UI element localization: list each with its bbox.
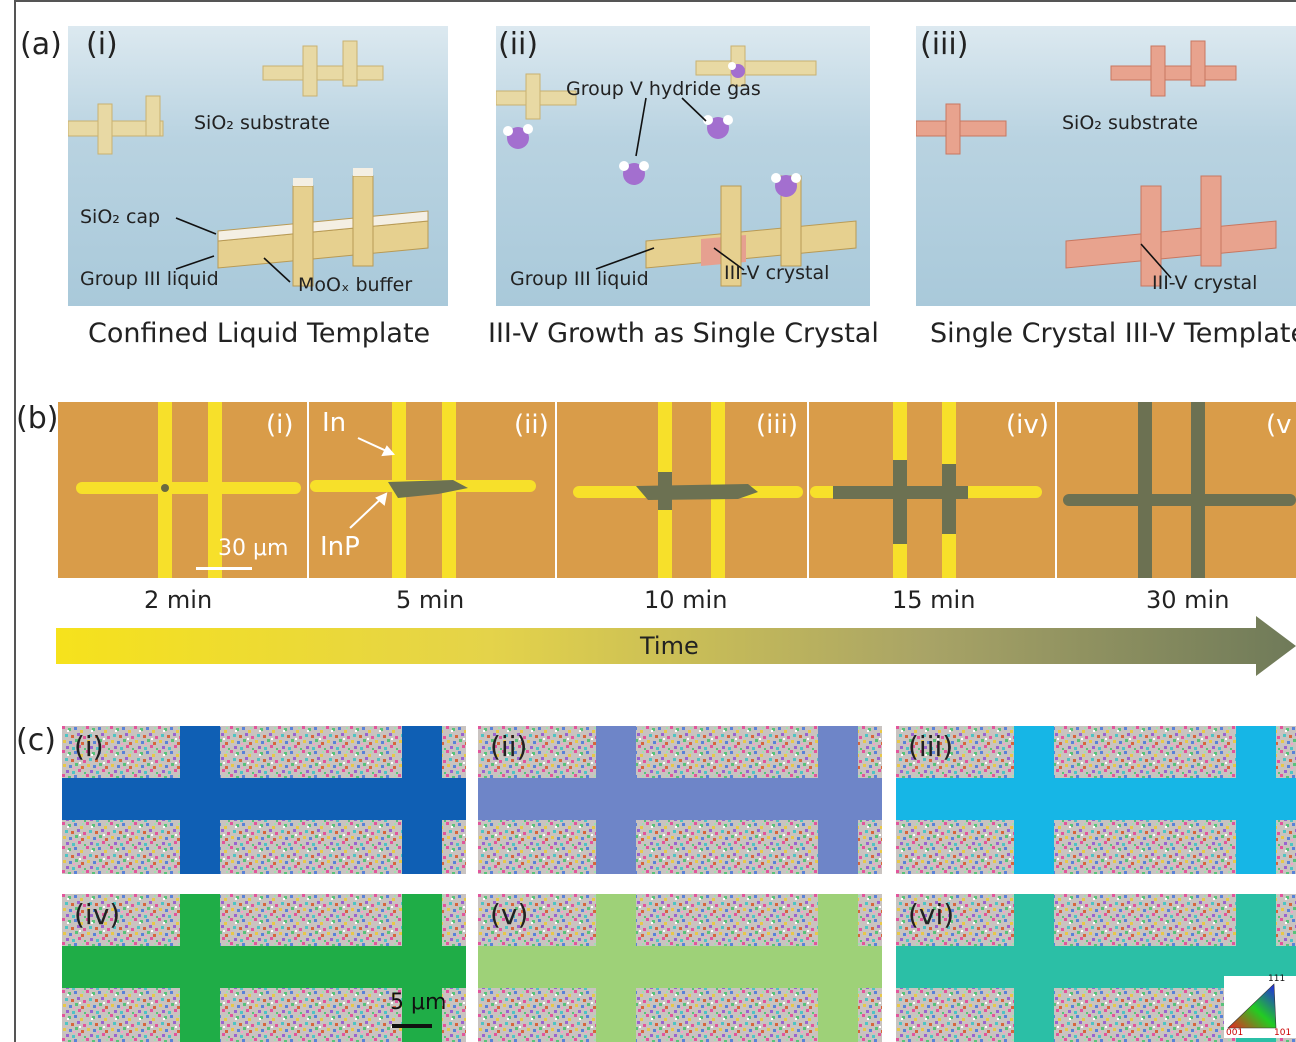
label-iii-v-crystal-ii: III-V crystal: [724, 262, 830, 284]
label-sio2-cap: SiO₂ cap: [80, 206, 161, 228]
time-arrow-label: Time: [640, 632, 699, 660]
time-2min: 2 min: [144, 586, 213, 614]
growth-illustration: [496, 45, 857, 287]
frame-ii: [310, 402, 556, 578]
frame-v-roman: (v: [1266, 410, 1292, 440]
ebsd-map-iii: (iii): [896, 726, 1296, 874]
scale-bar-5um-label: 5 μm: [390, 990, 447, 1015]
panel-b-label: (b): [16, 401, 59, 436]
frame-iii: [558, 402, 808, 578]
label-moox-buffer: MoOₓ buffer: [298, 274, 413, 296]
scale-bar-5um: [392, 1024, 432, 1028]
panel-a-iii-roman: (iii): [920, 27, 969, 62]
panel-a-ii-roman: (ii): [498, 27, 539, 62]
frame-ii-roman: (ii): [514, 410, 549, 440]
frame-iii-roman: (iii): [756, 410, 798, 440]
label-iii-v-crystal-iii: III-V crystal: [1152, 272, 1258, 294]
label-group-iii-liquid-ii: Group III liquid: [510, 268, 649, 290]
panel-a-i-roman: (i): [86, 27, 118, 62]
panel-a-ii-image: Group V hydride gas Group III liquid III…: [496, 26, 870, 306]
ebsd-roman-vi: (vi): [908, 898, 955, 931]
scale-bar-30um: [196, 567, 252, 570]
panel-a-label: (a): [20, 27, 62, 62]
panel-a-ii-caption: III-V Growth as Single Crystal: [488, 318, 879, 349]
ebsd-map-iv: (iv): [62, 894, 466, 1042]
ebsd-roman-i: (i): [74, 730, 104, 763]
ipf-111: 111: [1268, 974, 1286, 984]
label-inp: InP: [320, 532, 360, 562]
ebsd-roman-iii: (iii): [908, 730, 954, 763]
frame-i: [58, 402, 308, 578]
time-5min: 5 min: [396, 586, 465, 614]
molecule-icon: [503, 62, 801, 197]
ebsd-roman-ii: (ii): [490, 730, 528, 763]
panel-a-i-image: SiO₂ substrate SiO₂ cap Group III liquid…: [68, 26, 448, 306]
frame-i-roman: (i): [266, 410, 294, 440]
ipf-101: 101: [1274, 1028, 1292, 1038]
label-sio2-substrate-i: SiO₂ substrate: [194, 112, 330, 134]
label-group-iii-liquid-i: Group III liquid: [80, 268, 219, 290]
ipf-color-legend: 111 001 101: [1224, 974, 1296, 1038]
ipf-001: 001: [1226, 1028, 1244, 1038]
time-arrow: [56, 616, 1296, 676]
time-10min: 10 min: [644, 586, 728, 614]
ebsd-map-v: (v): [478, 894, 882, 1042]
panel-c-label: (c): [16, 723, 56, 758]
label-group-v-hydride-gas: Group V hydride gas: [566, 78, 761, 100]
ebsd-map-i: (i): [62, 726, 466, 874]
figure-frame-top: [14, 0, 1296, 2]
time-15min: 15 min: [892, 586, 976, 614]
panel-a-iii-image: SiO₂ substrate III-V crystal: [916, 26, 1296, 306]
label-sio2-substrate-iii: SiO₂ substrate: [1062, 112, 1198, 134]
frame-iv-roman: (iv): [1006, 410, 1049, 440]
confined-liquid-illustration: [68, 40, 429, 287]
panel-a-i-caption: Confined Liquid Template: [88, 318, 431, 349]
ebsd-roman-v: (v): [490, 898, 529, 931]
ebsd-map-ii: (ii): [478, 726, 882, 874]
time-series-strip: (i) (ii) (iii) (iv) (v In InP 30 μm: [58, 402, 1296, 578]
figure-frame-left: [14, 0, 16, 1042]
label-in: In: [322, 408, 347, 438]
scale-bar-30um-label: 30 μm: [218, 536, 289, 561]
panel-a-iii-caption: Single Crystal III-V Template: [930, 318, 1296, 349]
frame-iv: [810, 402, 1056, 578]
single-crystal-illustration: [916, 40, 1277, 287]
frame-v: [1058, 402, 1296, 578]
time-30min: 30 min: [1146, 586, 1230, 614]
optical-micrographs: [58, 402, 1296, 578]
ebsd-roman-iv: (iv): [74, 898, 121, 931]
